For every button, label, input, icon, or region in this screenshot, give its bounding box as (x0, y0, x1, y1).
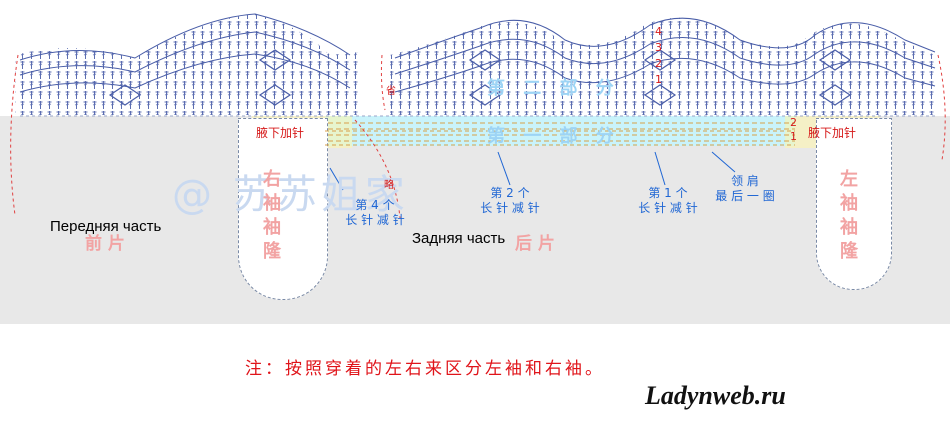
decrease-note-1: 第 1 个 长 针 减 针 (628, 186, 708, 216)
body-band (0, 116, 950, 324)
pointer-lines (329, 151, 736, 191)
decrease-note-line: 长 针 减 针 (480, 201, 540, 215)
neckline-note: 领 肩 最 后 一 圈 (705, 174, 785, 204)
row-number: 3 (655, 41, 662, 54)
decrease-note-line: 第 2 个 (490, 186, 530, 200)
sleeve-note: 注：按照穿着的左右来区分左袖和右袖。 (245, 359, 605, 379)
row-number: 4 (655, 25, 662, 38)
diamond-motifs (108, 49, 852, 106)
part-two-label: 第 二 部 分 (487, 78, 620, 99)
omitted-mark-mid: 略 (384, 180, 394, 191)
stitch-area-right (390, 17, 935, 115)
back-piece-label-cn: 后 片 (515, 234, 555, 254)
decrease-note-line: 第 1 个 (648, 186, 688, 200)
decrease-note-line: 第 4 个 (355, 198, 395, 212)
neckline-note-line: 领 肩 (731, 174, 759, 188)
decrease-note-2: 第 2 个 长 针 减 针 (470, 186, 550, 216)
row-number: 2 (790, 116, 797, 129)
site-signature: Ladynweb.ru (645, 381, 786, 410)
stitch-area-left (15, 14, 360, 115)
neckline-note-line: 最 后 一 圈 (715, 189, 775, 203)
row-number: 2 (655, 57, 662, 70)
part-one-label: 第 一 部 分 (487, 126, 620, 147)
watermark: @ 苏苏姐家 (172, 172, 409, 218)
right-sleeve-opening (238, 118, 328, 300)
stitch-fan-group (15, 14, 935, 115)
row-number: 1 (790, 130, 797, 143)
armpit-increase-left: 腋下加针 (256, 126, 305, 140)
decrease-note-line: 长 针 减 针 (345, 213, 405, 227)
left-sleeve-opening (816, 118, 892, 290)
decrease-note-4: 第 4 个 长 针 减 针 (335, 198, 415, 228)
back-piece-label-ru: Задняя часть (412, 230, 506, 247)
right-sleeve-label: 右袖袖隆 (263, 169, 281, 262)
armpit-increase-right: 腋下加针 (808, 126, 857, 140)
front-piece-label-cn: 前 片 (85, 234, 125, 254)
row-numbers-right: 2 1 (790, 116, 797, 144)
decrease-note-line: 长 针 减 针 (638, 201, 698, 215)
omitted-mark-left: 省 (386, 86, 396, 97)
row-numbers-top: 4 3 2 1 (655, 24, 662, 88)
front-piece-label-ru: Передняя часть (50, 218, 162, 235)
row-number: 1 (655, 73, 662, 86)
side-curves (10, 54, 946, 219)
left-sleeve-label: 左袖袖隆 (840, 169, 858, 262)
